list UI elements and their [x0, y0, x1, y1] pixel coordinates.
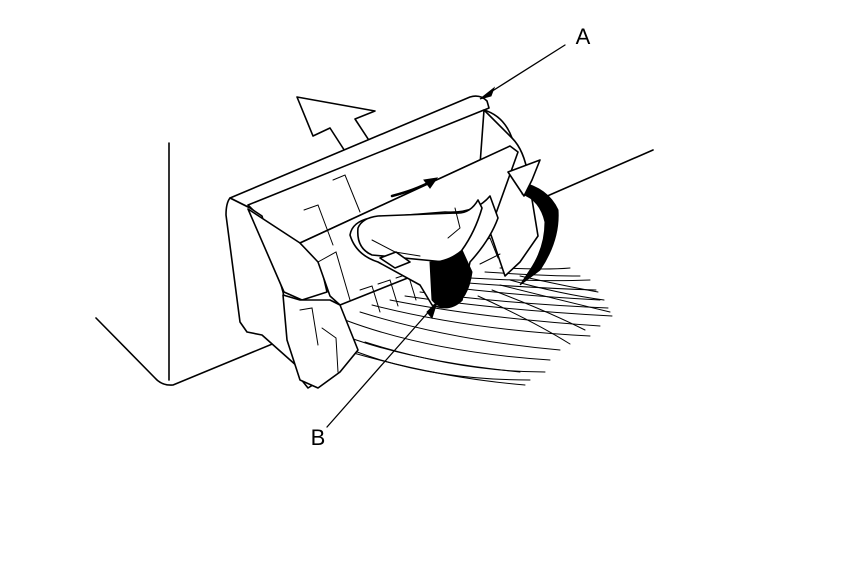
- callout-leaders: [326, 44, 566, 428]
- wire: [344, 319, 551, 361]
- lock-lever: [349, 177, 499, 309]
- wire: [359, 311, 561, 351]
- wire: [339, 344, 531, 381]
- wire: [371, 304, 591, 337]
- wire: [519, 275, 599, 293]
- wire: [499, 284, 611, 313]
- wire: [329, 329, 521, 373]
- wire: [509, 279, 605, 301]
- wire: [389, 299, 601, 327]
- callout-label-b: B: [311, 425, 326, 450]
- wire: [469, 277, 591, 282]
- wire: [491, 289, 586, 331]
- wire: [349, 351, 526, 386]
- connector-housing: [225, 95, 539, 389]
- wire: [364, 341, 546, 373]
- wire: [454, 281, 597, 291]
- wire: [477, 295, 571, 345]
- wire: [484, 271, 581, 277]
- rotation-arrow: [507, 159, 559, 286]
- callout-label-a: A: [576, 24, 591, 49]
- panel-surface: [95, 142, 654, 386]
